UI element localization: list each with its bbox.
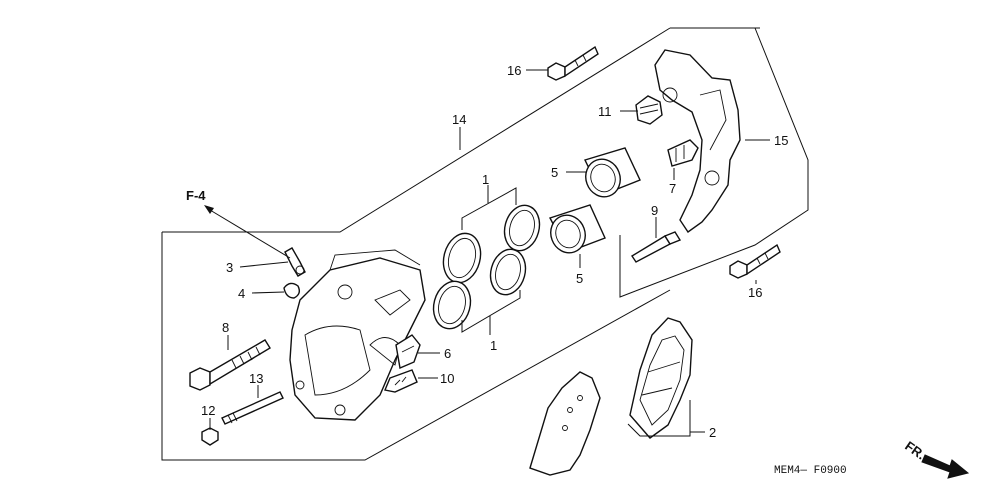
callout-8: 8 xyxy=(222,320,229,335)
leader-lines xyxy=(209,69,770,437)
front-direction-arrow xyxy=(921,454,970,479)
diagram-code: MEM4— F0900 xyxy=(774,465,847,477)
bolt-10 xyxy=(384,369,418,393)
caliper-body xyxy=(289,249,426,421)
callout-5-upper: 5 xyxy=(551,165,558,180)
bleed-cap-4 xyxy=(283,282,301,299)
callout-4: 4 xyxy=(238,286,245,301)
bracket-pin-9 xyxy=(631,231,682,263)
pad-pin-13 xyxy=(221,391,284,425)
bleed-valve-3 xyxy=(284,247,306,277)
callout-15: 15 xyxy=(774,133,788,148)
reference-label: F-4 xyxy=(186,188,206,203)
assembly-outline-15 xyxy=(619,27,809,298)
callout-11: 11 xyxy=(598,104,612,119)
callout-6: 6 xyxy=(444,346,451,361)
reference-arrow xyxy=(204,205,291,259)
callout-10: 10 xyxy=(440,371,454,386)
callout-14: 14 xyxy=(452,112,466,127)
bolt-16-upper xyxy=(547,45,599,81)
bolt-16-lower xyxy=(729,243,781,279)
assembly-outline-14 xyxy=(161,27,760,461)
piston-seals-1 xyxy=(432,204,541,330)
pin-plug-12 xyxy=(201,427,219,446)
callout-1-lower: 1 xyxy=(490,338,497,353)
callout-2: 2 xyxy=(709,425,716,440)
callout-5-lower: 5 xyxy=(576,271,583,286)
callout-9: 9 xyxy=(651,203,658,218)
callout-16-upper: 16 xyxy=(507,63,521,78)
brake-pads-2 xyxy=(529,317,693,476)
callout-7: 7 xyxy=(669,181,676,196)
boot-11 xyxy=(635,95,663,125)
callout-13: 13 xyxy=(249,371,263,386)
pistons-5 xyxy=(548,147,641,254)
callout-1-upper: 1 xyxy=(482,172,489,187)
callout-labels: 1 1 2 3 4 5 5 6 7 8 9 10 11 12 13 14 15 … xyxy=(201,63,788,440)
callout-12: 12 xyxy=(201,403,215,418)
callout-3: 3 xyxy=(226,260,233,275)
pad-spring-6 xyxy=(395,334,421,369)
pad-retainer-7 xyxy=(667,139,699,167)
caliper-bolt-8 xyxy=(189,339,271,391)
callout-16-lower: 16 xyxy=(748,285,762,300)
caliper-bracket-15 xyxy=(654,49,741,233)
